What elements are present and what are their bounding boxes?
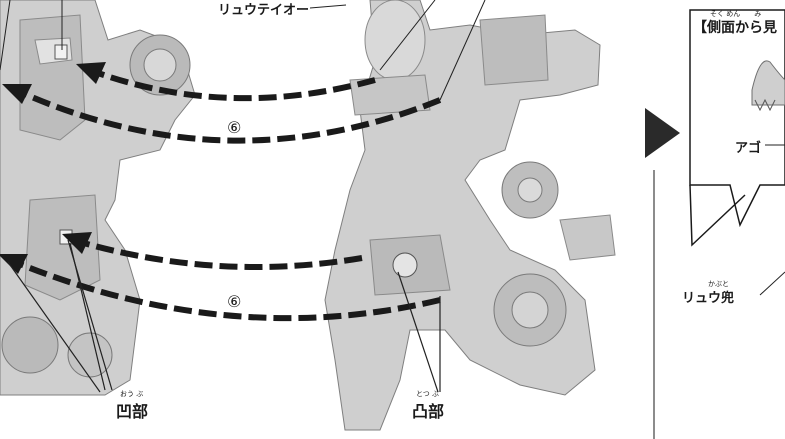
step-number-lower: ⑥ [227,292,241,311]
helmet-label: リュウ兜 [682,287,734,306]
next-step-triangle [645,108,680,158]
concave-part-label: 凹部 [116,398,148,422]
convex-part-label: 凸部 [412,398,444,422]
left-robot-figure [0,0,195,395]
step-number-upper: ⑥ [227,118,241,137]
jaw-label: アゴ [735,137,761,156]
center-robot-figure [310,0,615,430]
side-view-title: 【側面から見 [693,17,777,37]
robot-name-label: リュウテイオー [218,0,309,18]
